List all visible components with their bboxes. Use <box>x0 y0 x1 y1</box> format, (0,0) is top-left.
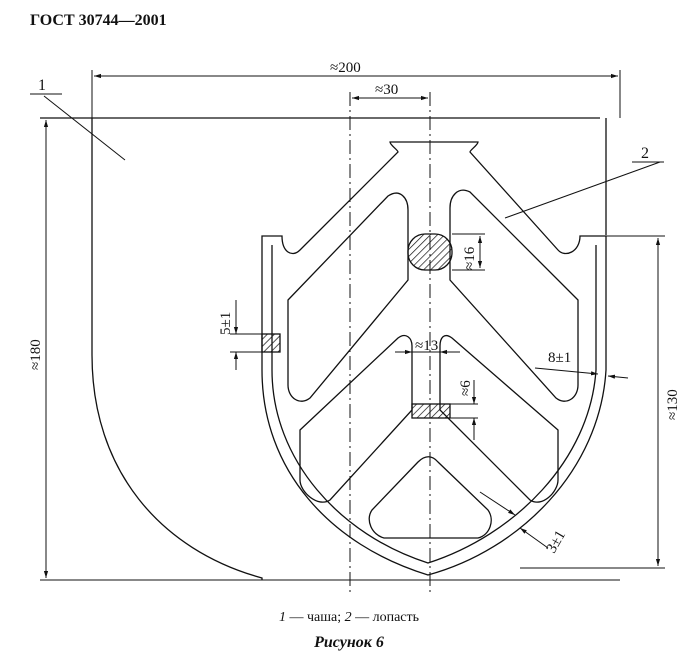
dim-5: 5±1 <box>218 312 234 335</box>
figure-title: Рисунок 6 <box>314 634 384 651</box>
legend-text-2: — лопасть <box>351 610 420 625</box>
dim-line-3 <box>479 491 516 516</box>
section-rib-left <box>261 333 281 353</box>
dim-6: ≈6 <box>458 380 474 396</box>
dim-13: ≈13 <box>415 338 438 354</box>
leader-2 <box>504 161 661 219</box>
dim-200: ≈200 <box>330 60 361 76</box>
section-rib-thin <box>411 403 451 419</box>
label-blade: 2 <box>641 145 649 162</box>
bowl-outline <box>91 118 263 580</box>
legend-num-2: 2 <box>344 610 352 625</box>
blade-outer <box>261 141 607 576</box>
window-upper-right <box>449 189 579 402</box>
legend-text-1: — чаша; <box>285 610 345 625</box>
dim-130: ≈130 <box>665 389 681 420</box>
standard-header: ГОСТ 30744—2001 <box>30 12 167 29</box>
dim-8: 8±1 <box>548 350 571 366</box>
dim-line-8 <box>534 367 599 376</box>
dim-16: ≈16 <box>462 246 478 270</box>
window-bottom <box>368 456 492 539</box>
blade-inner <box>271 245 597 564</box>
window-lower-right <box>439 334 559 503</box>
legend-num-1: 1 <box>278 610 286 625</box>
figure-legend: 1 — чаша; 2 — лопасть <box>0 610 698 626</box>
label-bowl: 1 <box>38 77 46 94</box>
dim-30: ≈30 <box>375 82 398 98</box>
window-upper-left <box>287 192 409 402</box>
window-lower-left <box>299 334 413 503</box>
leader-1 <box>43 95 126 161</box>
dim-3: 3±1 <box>544 528 569 556</box>
dim-180: ≈180 <box>28 339 44 370</box>
